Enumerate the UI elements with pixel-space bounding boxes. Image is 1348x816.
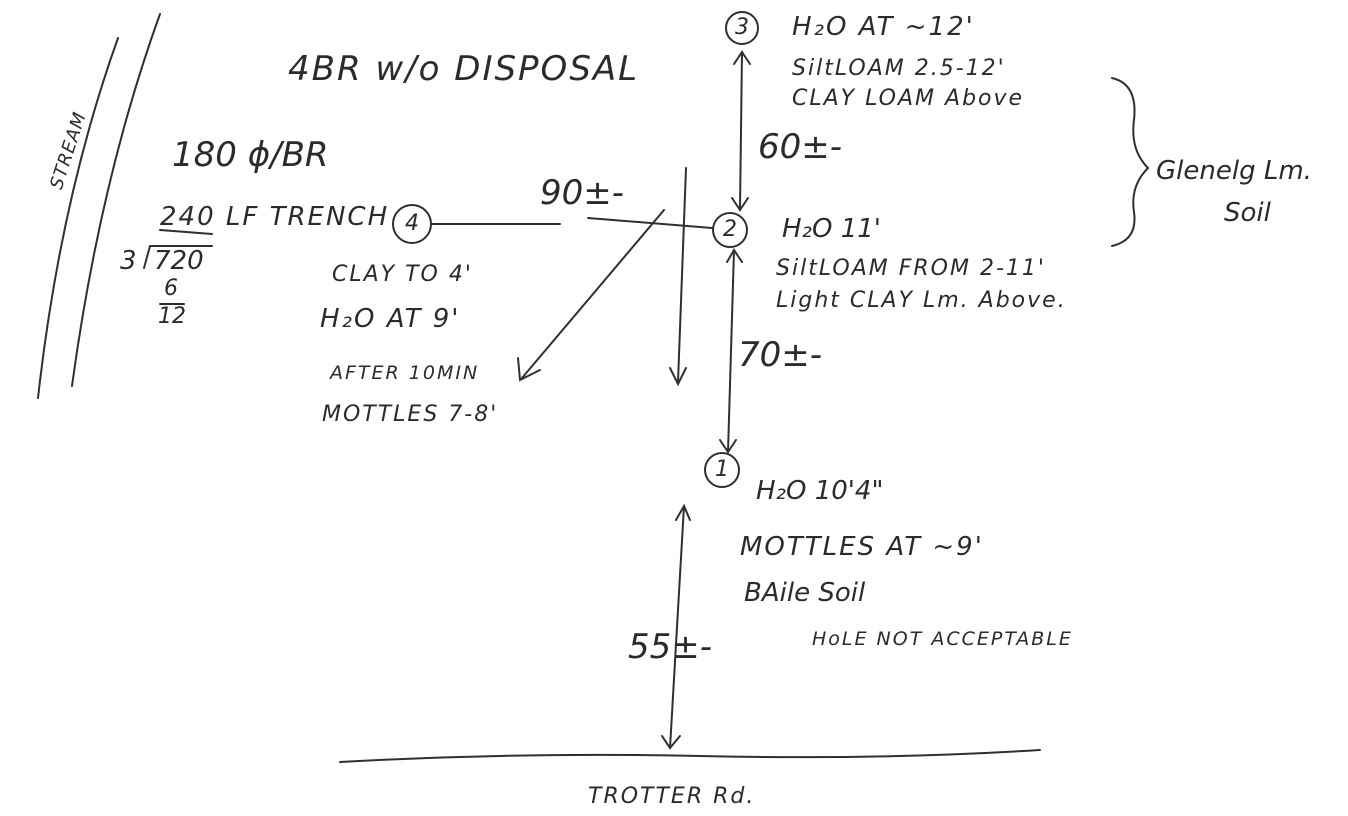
- trench-note: 240 LF TRENCH: [160, 202, 390, 232]
- arrowhead-road: [661, 735, 681, 750]
- hole-2-label: 2: [723, 217, 737, 242]
- hole-1-circle: [704, 452, 740, 488]
- division-remainder: 12: [158, 304, 186, 329]
- arrowhead-up-2: [726, 248, 743, 263]
- soil-group-suffix: Soil: [1224, 198, 1271, 228]
- verdict-note: HoLE NOT ACCEPTABLE: [812, 628, 1073, 650]
- hole-4-note-water: H₂O AT 9': [320, 304, 461, 334]
- arrowhead-up-3: [733, 50, 751, 65]
- distance-3-2: 60±-: [758, 127, 843, 167]
- distance-1-road: 55±-: [628, 627, 713, 667]
- line-1-road: [669, 505, 685, 749]
- hole-4-note-mottles: MOTTLES 7-8': [322, 402, 499, 427]
- distance-4-2: 90±-: [540, 173, 625, 213]
- hole-4-note-clay: CLAY TO 4': [332, 262, 473, 287]
- road-line: [339, 749, 1041, 763]
- division-step: 6: [164, 276, 178, 301]
- distance-2-1: 70±-: [738, 335, 823, 375]
- slope-diagonal-arrowhead: [517, 357, 541, 382]
- hole-3-circle: [725, 11, 759, 45]
- line-4-2b: [587, 217, 713, 229]
- road-label: TROTTER Rd.: [588, 784, 756, 809]
- bedroom-note: 4BR w/o DISPOSAL: [288, 49, 640, 89]
- hole-2-note-water: H₂O 11': [782, 214, 881, 244]
- stream-bank-right: [71, 13, 161, 387]
- hole-3-note-silt: SiltLOAM 2.5-12': [792, 56, 1006, 81]
- hole-2-note-silt: SiltLOAM FROM 2-11': [776, 256, 1046, 281]
- hole-4-note-time: AFTER 10MIN: [330, 362, 480, 384]
- arrowhead-up-1: [675, 503, 691, 521]
- soil-group-name: Glenelg Lm.: [1156, 156, 1312, 186]
- soil-brace: [1111, 77, 1150, 247]
- division-divisor: 3: [120, 246, 137, 276]
- line-3-2: [739, 51, 743, 211]
- rate-note: 180 ɸ/BR: [172, 135, 329, 175]
- hole-3-note-water: H₂O AT ~12': [792, 12, 975, 42]
- hole-1-label: 1: [715, 457, 729, 482]
- hole-3-note-clay: CLAY LOAM Above: [792, 86, 1025, 111]
- hole-4-label: 4: [405, 211, 419, 236]
- hole-1-note-mottles: MOTTLES AT ~9': [740, 532, 984, 562]
- division-bracket: [143, 245, 213, 269]
- slope-arrowhead: [669, 367, 687, 387]
- arrowhead-down-2: [731, 197, 749, 212]
- slope-arrow-down: [677, 167, 687, 383]
- division-dividend: 720: [154, 246, 204, 276]
- slope-arrow-diagonal: [521, 209, 665, 379]
- line-2-1: [727, 249, 735, 453]
- hole-2-note-clay: Light CLAY Lm. Above.: [776, 288, 1067, 313]
- hole-2-circle: [712, 212, 748, 248]
- trench-underline: [159, 229, 213, 235]
- arrowhead-down-1: [719, 439, 737, 454]
- hole-1-note-soil: BAile Soil: [744, 578, 866, 608]
- stream-bank-left: [37, 37, 119, 399]
- hole-3-label: 3: [735, 15, 749, 40]
- hole-1-note-water: H₂O 10'4": [756, 476, 884, 506]
